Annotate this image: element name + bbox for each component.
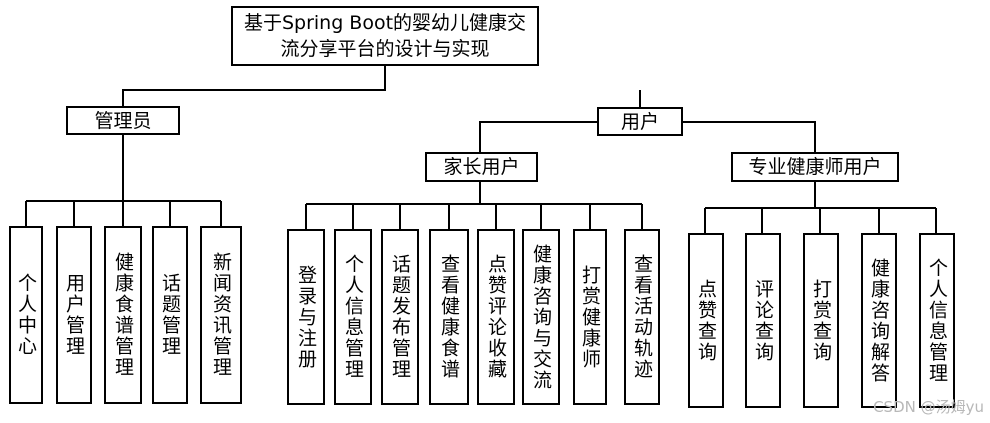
parent-item: 查看活动轨迹 bbox=[624, 229, 660, 405]
admin-item: 用户管理 bbox=[56, 226, 92, 404]
parent-item-label: 打赏健康师 bbox=[579, 264, 601, 370]
admin-item: 个人中心 bbox=[9, 226, 43, 404]
admin-item-label: 新闻资讯管理 bbox=[210, 252, 232, 378]
expert-user-node: 专业健康师用户 bbox=[731, 152, 899, 182]
root-title-line2: 流分享平台的设计与实现 bbox=[280, 38, 490, 60]
admin-item-label: 健康食谱管理 bbox=[112, 252, 134, 378]
root-title-line1: 基于Spring Boot的婴幼儿健康交 bbox=[243, 12, 527, 34]
expert-item-label: 健康咨询解答 bbox=[868, 257, 890, 384]
user-label: 用户 bbox=[620, 110, 659, 133]
parent-item: 个人信息管理 bbox=[334, 229, 372, 405]
user-node: 用户 bbox=[597, 107, 683, 136]
expert-item-label: 打赏查询 bbox=[810, 278, 832, 363]
parent-item-label: 个人信息管理 bbox=[342, 254, 364, 380]
admin-item: 话题管理 bbox=[152, 226, 188, 404]
admin-item: 健康食谱管理 bbox=[104, 226, 142, 404]
parent-item-label: 健康咨询与交流 bbox=[530, 243, 552, 391]
parent-item: 健康咨询与交流 bbox=[522, 229, 560, 405]
parent-item: 话题发布管理 bbox=[381, 229, 419, 405]
admin-item-label: 话题管理 bbox=[159, 273, 181, 357]
parent-item-label: 点赞评论收藏 bbox=[485, 254, 507, 380]
parent-user-label: 家长用户 bbox=[443, 156, 520, 178]
parent-item-label: 登录与注册 bbox=[295, 264, 317, 370]
expert-item-label: 个人信息管理 bbox=[926, 257, 948, 384]
parent-item: 查看健康食谱 bbox=[429, 229, 469, 405]
parent-item: 登录与注册 bbox=[287, 229, 325, 405]
parent-item-label: 查看健康食谱 bbox=[438, 254, 460, 380]
parent-item: 点赞评论收藏 bbox=[477, 229, 515, 405]
admin-node: 管理员 bbox=[66, 106, 180, 135]
admin-item-label: 用户管理 bbox=[63, 273, 85, 357]
expert-user-label: 专业健康师用户 bbox=[748, 156, 882, 178]
admin-item: 新闻资讯管理 bbox=[200, 226, 242, 404]
admin-label: 管理员 bbox=[94, 109, 152, 132]
root-node: 基于Spring Boot的婴幼儿健康交 流分享平台的设计与实现 bbox=[231, 6, 539, 66]
expert-item: 健康咨询解答 bbox=[861, 233, 897, 408]
expert-item-label: 评论查询 bbox=[752, 278, 774, 363]
expert-item: 点赞查询 bbox=[688, 233, 724, 408]
expert-item: 个人信息管理 bbox=[919, 233, 955, 408]
admin-item-label: 个人中心 bbox=[15, 273, 37, 357]
parent-item: 打赏健康师 bbox=[573, 229, 607, 405]
watermark: CSDN @汤姆yu bbox=[873, 398, 984, 416]
expert-item: 评论查询 bbox=[745, 233, 781, 408]
parent-user-node: 家长用户 bbox=[425, 152, 538, 182]
expert-item: 打赏查询 bbox=[803, 233, 839, 408]
expert-item-label: 点赞查询 bbox=[695, 278, 717, 363]
parent-item-label: 查看活动轨迹 bbox=[631, 254, 653, 380]
parent-item-label: 话题发布管理 bbox=[389, 254, 411, 380]
